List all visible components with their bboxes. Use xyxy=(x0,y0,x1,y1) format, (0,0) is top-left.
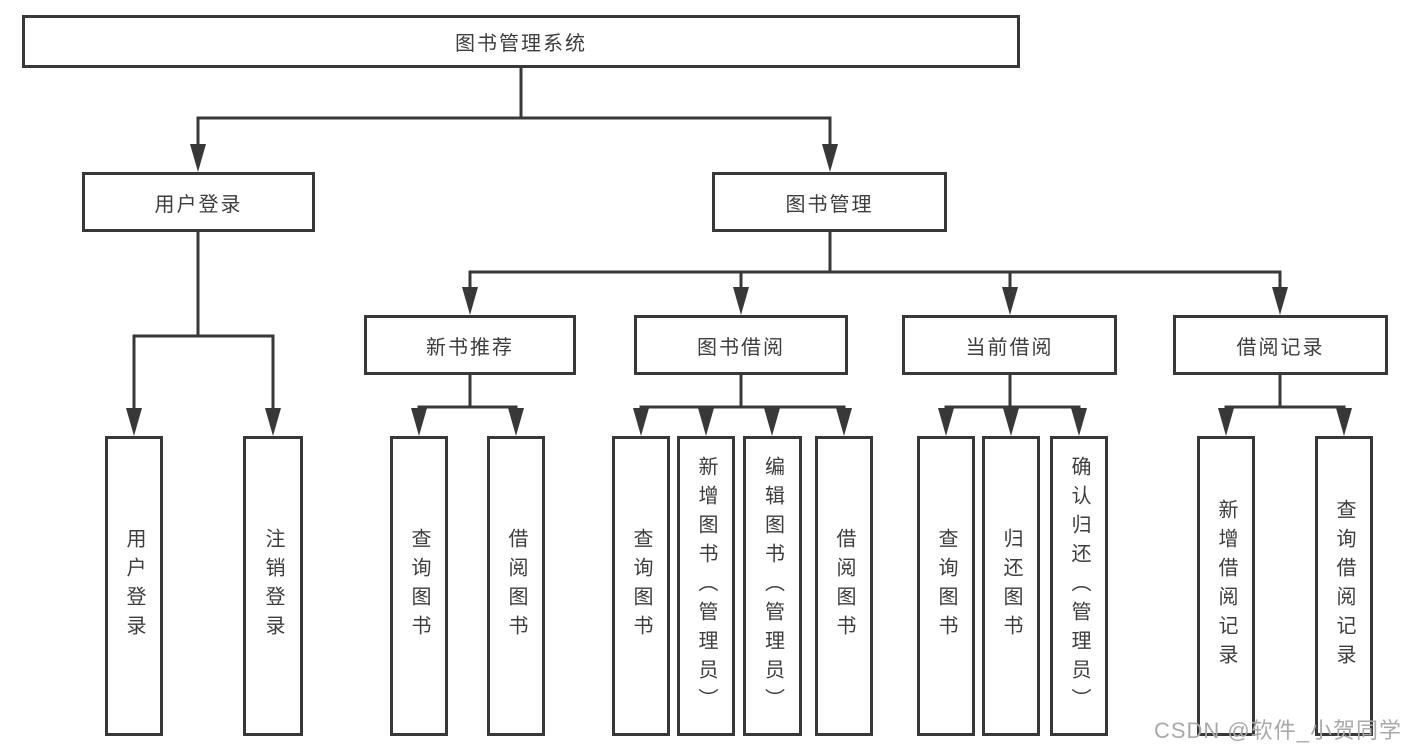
leaf-label: 查询图书 xyxy=(408,528,430,644)
leaf-query-books-recommend: 查询图书 xyxy=(390,436,448,736)
node-new-book-recommendation: 新书推荐 xyxy=(364,315,576,375)
leaf-query-books-current: 查询图书 xyxy=(917,436,975,736)
leaf-label: 借阅图书 xyxy=(833,528,855,644)
arrow-down-icon xyxy=(764,408,780,436)
node-root: 图书管理系统 xyxy=(22,15,1020,68)
arrow-down-icon xyxy=(1071,408,1087,436)
edge-current-borrow-to-leaves xyxy=(938,373,1087,436)
arrow-down-icon xyxy=(822,144,838,172)
leaf-label: 注销登录 xyxy=(262,528,284,644)
node-book-management: 图书管理 xyxy=(712,172,947,232)
leaf-label: 借阅图书 xyxy=(505,528,527,644)
arrow-down-icon xyxy=(633,408,649,436)
leaf-edit-books-admin: 编辑图书（管理员） xyxy=(743,436,802,736)
arrow-down-icon xyxy=(836,408,852,436)
arrow-down-icon xyxy=(1336,408,1352,436)
arrow-down-icon xyxy=(1272,287,1288,315)
arrow-down-icon xyxy=(698,408,714,436)
leaf-borrow-books: 借阅图书 xyxy=(815,436,873,736)
leaf-label: 用户登录 xyxy=(123,528,145,644)
arrow-down-icon xyxy=(1218,408,1234,436)
arrow-down-icon xyxy=(462,287,478,315)
node-book-borrowing: 图书借阅 xyxy=(634,315,848,375)
leaf-label: 新增借阅记录 xyxy=(1215,499,1237,673)
leaf-borrow-books-recommend: 借阅图书 xyxy=(487,436,545,736)
leaf-label: 新增图书（管理员） xyxy=(695,455,717,717)
arrow-down-icon xyxy=(265,408,281,436)
leaf-add-borrow-record: 新增借阅记录 xyxy=(1197,436,1255,736)
leaf-user-login: 用户登录 xyxy=(105,436,163,736)
node-borrowing-records: 借阅记录 xyxy=(1173,315,1388,375)
leaf-confirm-return-admin: 确认归还（管理员） xyxy=(1050,436,1108,736)
node-user-login: 用户登录 xyxy=(82,172,315,232)
leaf-logout: 注销登录 xyxy=(243,436,303,736)
leaf-query-borrow-record: 查询借阅记录 xyxy=(1315,436,1373,736)
leaf-label: 查询借阅记录 xyxy=(1333,499,1355,673)
leaf-label: 编辑图书（管理员） xyxy=(761,455,784,717)
arrow-down-icon xyxy=(733,287,749,315)
arrow-down-icon xyxy=(938,408,954,436)
edge-root-to-level2 xyxy=(190,65,838,172)
edge-user-login-to-leaves xyxy=(126,230,281,436)
edge-book-management-to-level3 xyxy=(462,230,1288,315)
edge-new-book-to-leaves xyxy=(411,373,524,436)
leaf-label: 确认归还（管理员） xyxy=(1068,455,1090,717)
leaf-return-books: 归还图书 xyxy=(982,436,1040,736)
arrow-down-icon xyxy=(190,144,206,172)
edge-borrow-record-to-leaves xyxy=(1218,373,1352,436)
arrow-down-icon xyxy=(411,408,427,436)
leaf-label: 归还图书 xyxy=(1000,528,1022,644)
leaf-label: 查询图书 xyxy=(935,528,957,644)
leaf-query-books-borrow: 查询图书 xyxy=(612,436,670,736)
arrow-down-icon xyxy=(1003,408,1019,436)
leaf-label: 查询图书 xyxy=(630,528,652,644)
arrow-down-icon xyxy=(1002,287,1018,315)
arrow-down-icon xyxy=(508,408,524,436)
edge-book-borrow-to-leaves xyxy=(633,373,852,436)
node-current-borrowing: 当前借阅 xyxy=(902,315,1117,375)
arrow-down-icon xyxy=(126,408,142,436)
leaf-add-books-admin: 新增图书（管理员） xyxy=(677,436,735,736)
watermark: CSDN @软件_小贺同学 xyxy=(1153,718,1402,743)
